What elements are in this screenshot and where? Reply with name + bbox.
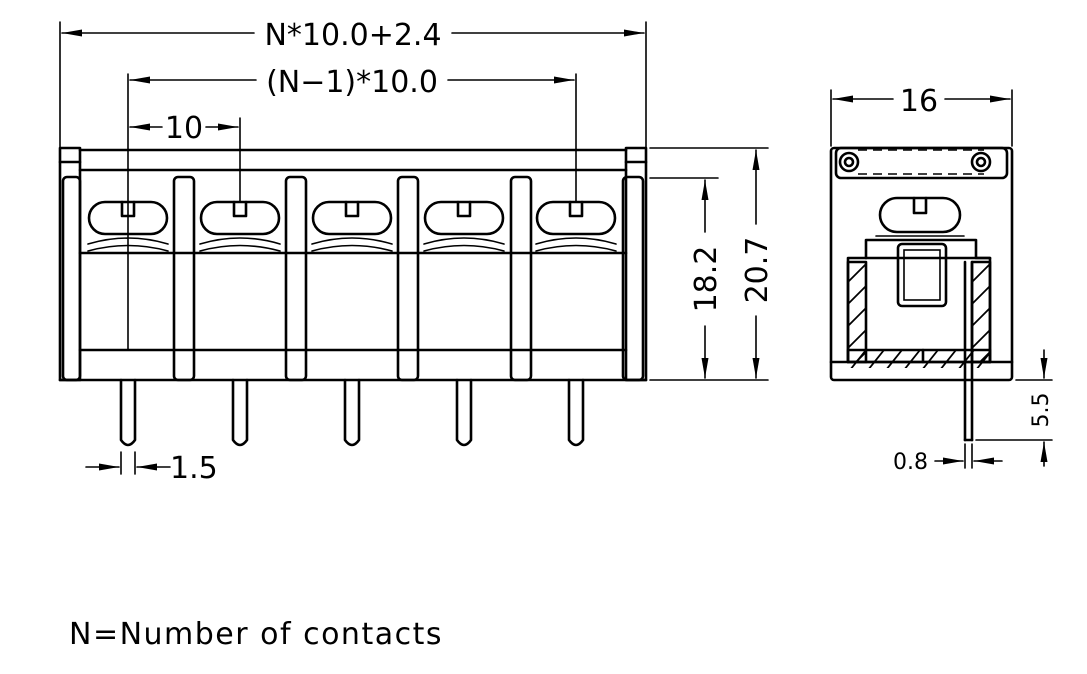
screw-head <box>311 200 393 252</box>
front-view: N*10.0+2.4 (N−1)*10.0 10 18.2 20.7 1.5 <box>58 18 775 486</box>
dim-pitch-label: 10 <box>165 111 203 146</box>
screw-head <box>199 200 281 252</box>
dim-depth-label: 16 <box>900 84 938 119</box>
side-pin <box>963 260 974 442</box>
front-dimensions: N*10.0+2.4 (N−1)*10.0 10 18.2 20.7 1.5 <box>59 18 775 486</box>
side-rivets <box>838 151 992 173</box>
legend-note: N=Number of contacts <box>69 617 443 652</box>
dim-pin-thickness-label: 0.8 <box>893 450 928 475</box>
dim-pin-length-label: 5.5 <box>1029 393 1054 428</box>
screw-head <box>535 200 617 252</box>
screw-head <box>423 200 505 252</box>
side-screw <box>875 196 965 308</box>
dim-total-width-label: N*10.0+2.4 <box>264 18 441 53</box>
dim-end-pitch-label: (N−1)*10.0 <box>266 65 438 100</box>
side-dimensions: 16 5.5 0.8 <box>830 84 1054 475</box>
front-body-outline <box>58 146 648 382</box>
side-hatching <box>846 260 992 368</box>
dim-pin-width-label: 1.5 <box>170 451 218 486</box>
side-body-outline <box>829 146 1014 382</box>
dim-height-20-label: 20.7 <box>740 237 775 304</box>
front-screws <box>87 200 617 252</box>
front-pins <box>119 378 585 447</box>
side-view: 16 5.5 0.8 <box>829 84 1054 475</box>
front-barriers <box>61 175 645 382</box>
dim-height-18-label: 18.2 <box>689 246 724 313</box>
